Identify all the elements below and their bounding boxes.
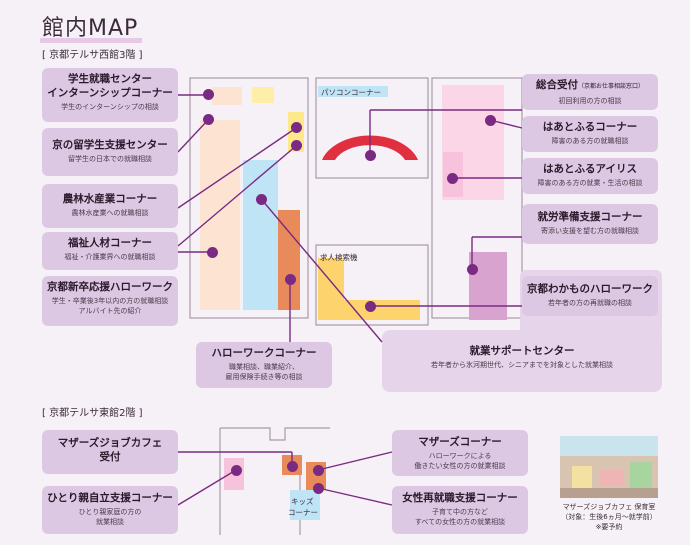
label-hellowork-corner: ハローワークコーナー 職業相談、職業紹介、 雇用保険手続き等の相談 [196, 342, 332, 388]
label-employment-support-center: 就業サポートセンター 若年者から氷河期世代、シニアまでを対象とした就業相談 [431, 345, 613, 369]
location-dot [365, 150, 376, 161]
label-welfare-corner: 福祉人材コーナー 福祉・介護業界への就職相談 [42, 232, 178, 270]
location-dot [291, 122, 302, 133]
location-dot [231, 465, 242, 476]
floor-west-heading: [ 京都テルサ西館3階 ] [42, 50, 143, 61]
location-dot [485, 115, 496, 126]
job-search-label: 求人検索機 [320, 253, 358, 262]
location-dot [447, 173, 458, 184]
label-mothers-corner: マザーズコーナー ハローワークによる 働きたい女性の方の就業相談 [392, 430, 528, 476]
map-title: 館内MAP [42, 16, 139, 41]
location-dot [365, 301, 376, 312]
location-dot [285, 274, 296, 285]
label-agriculture-corner: 農林水産業コーナー 農林水産業への就職相談 [42, 184, 178, 228]
title-underline [40, 38, 142, 43]
label-employment-prep-corner: 就労準備支援コーナー 寄添い支援を望む方の就職相談 [522, 204, 658, 244]
location-dot [203, 114, 214, 125]
label-heartful-iris: はあとふるアイリス 障害のある方の就業・生活の相談 [522, 158, 658, 194]
label-international-student-center: 京の留学生支援センター 留学生の日本での就職相談 [42, 128, 178, 176]
label-student-career-center: 学生就職センター インターンシップコーナー 学生のインターンシップの相談 [42, 68, 178, 122]
label-mothers-job-cafe: マザーズジョブカフェ 受付 [42, 430, 178, 474]
label-general-reception: 総合受付（京都お仕事相談窓口） 初回利用の方の相談 [522, 74, 658, 110]
location-dot [467, 264, 478, 275]
kids-corner-label-1: キッズ [291, 497, 314, 506]
label-heartful-corner: はあとふるコーナー 障害のある方の就職相談 [522, 116, 658, 152]
location-dot [313, 483, 324, 494]
kids-corner-label-2: コーナー [288, 508, 318, 517]
location-dot [287, 461, 298, 472]
location-dot [207, 247, 218, 258]
label-youth-hellowork: 京都わかものハローワーク 若年者の方の再就職の相談 [522, 276, 658, 316]
label-single-parent-corner: ひとり親自立支援コーナー ひとり親家庭の方の 就業相談 [42, 486, 178, 534]
pc-corner-label: パソコンコーナー [321, 88, 381, 97]
label-new-graduate-hellowork: 京都新卒応援ハローワーク 学生・卒業後3年以内の方の就職相談 アルバイト先の紹介 [42, 276, 178, 326]
location-dot [203, 89, 214, 100]
location-dot [291, 140, 302, 151]
location-dot [256, 194, 267, 205]
nursery-photo-caption: マザーズジョブカフェ 保育室 （対象：生後6ヵ月～就学前） ※要予約 [561, 503, 657, 531]
location-dot [313, 465, 324, 476]
label-women-reemployment-corner: 女性再就職支援コーナー 子育て中の方など すべての女性の方の就業相談 [392, 486, 528, 534]
floor-east-heading: [ 京都テルサ東館2階 ] [42, 408, 143, 419]
